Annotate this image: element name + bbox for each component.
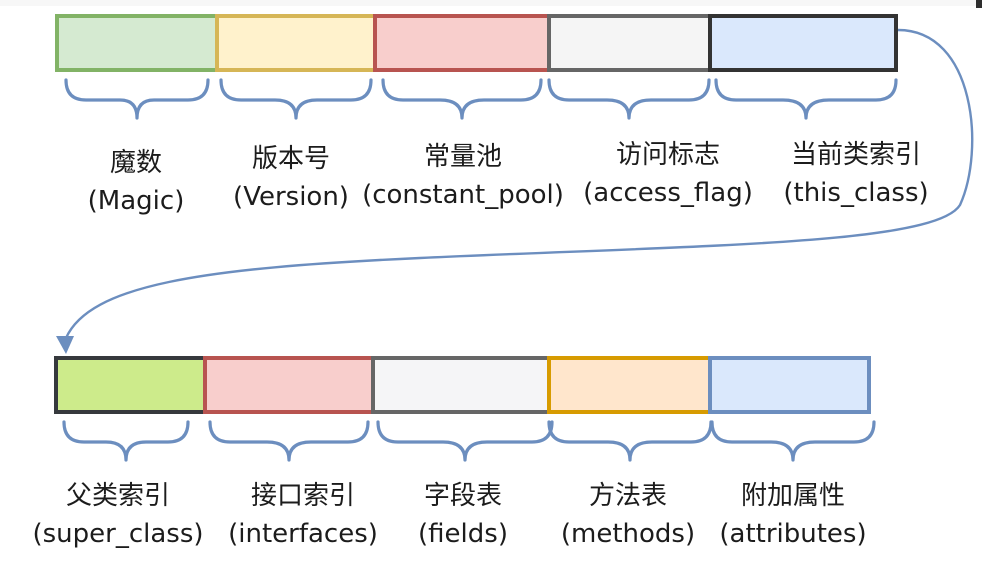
block-magic — [55, 14, 219, 72]
label-magic: 魔数 (Magic) — [76, 144, 196, 220]
label-magic-zh: 魔数 — [109, 148, 162, 178]
label-access-flag: 访问标志 (access_flag) — [568, 136, 768, 212]
label-magic-en: (Magic) — [87, 186, 185, 216]
label-attributes-zh: 附加属性 — [740, 481, 845, 511]
block-fields — [371, 356, 551, 414]
label-version-en: (Version) — [233, 182, 349, 212]
label-methods-zh: 方法表 — [588, 481, 667, 511]
label-attributes-en: (attributes) — [719, 519, 867, 549]
corner-mark — [976, 0, 982, 8]
label-constant-pool-zh: 常量池 — [423, 142, 502, 172]
label-this-class-en: (this_class) — [783, 178, 929, 208]
label-fields: 字段表 (fields) — [408, 477, 518, 553]
label-constant-pool: 常量池 (constant_pool) — [352, 138, 574, 214]
brace-this-class — [714, 78, 898, 120]
brace-super-class — [62, 420, 190, 462]
block-access-flag — [547, 14, 712, 72]
label-attributes: 附加属性 (attributes) — [705, 477, 881, 553]
label-interfaces-en: (interfaces) — [228, 519, 378, 549]
label-access-flag-en: (access_flag) — [583, 178, 753, 208]
top-edge — [0, 0, 982, 6]
brace-access-flag — [547, 78, 711, 120]
brace-fields — [376, 420, 554, 462]
brace-version — [219, 78, 373, 120]
label-interfaces: 接口索引 (interfaces) — [212, 477, 394, 553]
label-version-zh: 版本号 — [251, 144, 330, 174]
label-super-class-zh: 父类索引 — [65, 481, 170, 511]
connector-arrow — [64, 28, 974, 339]
brace-attributes — [710, 420, 876, 462]
brace-methods — [547, 420, 713, 462]
label-super-class: 父类索引 (super_class) — [18, 477, 218, 553]
label-methods: 方法表 (methods) — [550, 477, 706, 553]
block-attributes — [708, 356, 871, 414]
label-version: 版本号 (Version) — [216, 140, 366, 216]
label-interfaces-zh: 接口索引 — [250, 481, 355, 511]
label-fields-zh: 字段表 — [423, 481, 502, 511]
label-this-class-zh: 当前类索引 — [790, 140, 921, 170]
label-access-flag-zh: 访问标志 — [615, 140, 720, 170]
arrowhead-icon — [56, 336, 74, 354]
brace-magic — [64, 78, 210, 120]
label-fields-en: (fields) — [418, 519, 508, 549]
label-methods-en: (methods) — [560, 519, 696, 549]
block-super-class — [54, 356, 207, 414]
label-this-class: 当前类索引 (this_class) — [768, 136, 944, 212]
label-constant-pool-en: (constant_pool) — [362, 180, 564, 210]
brace-constant-pool — [381, 78, 543, 120]
label-super-class-en: (super_class) — [32, 519, 204, 549]
brace-interfaces — [208, 420, 370, 462]
block-this-class — [708, 14, 898, 72]
